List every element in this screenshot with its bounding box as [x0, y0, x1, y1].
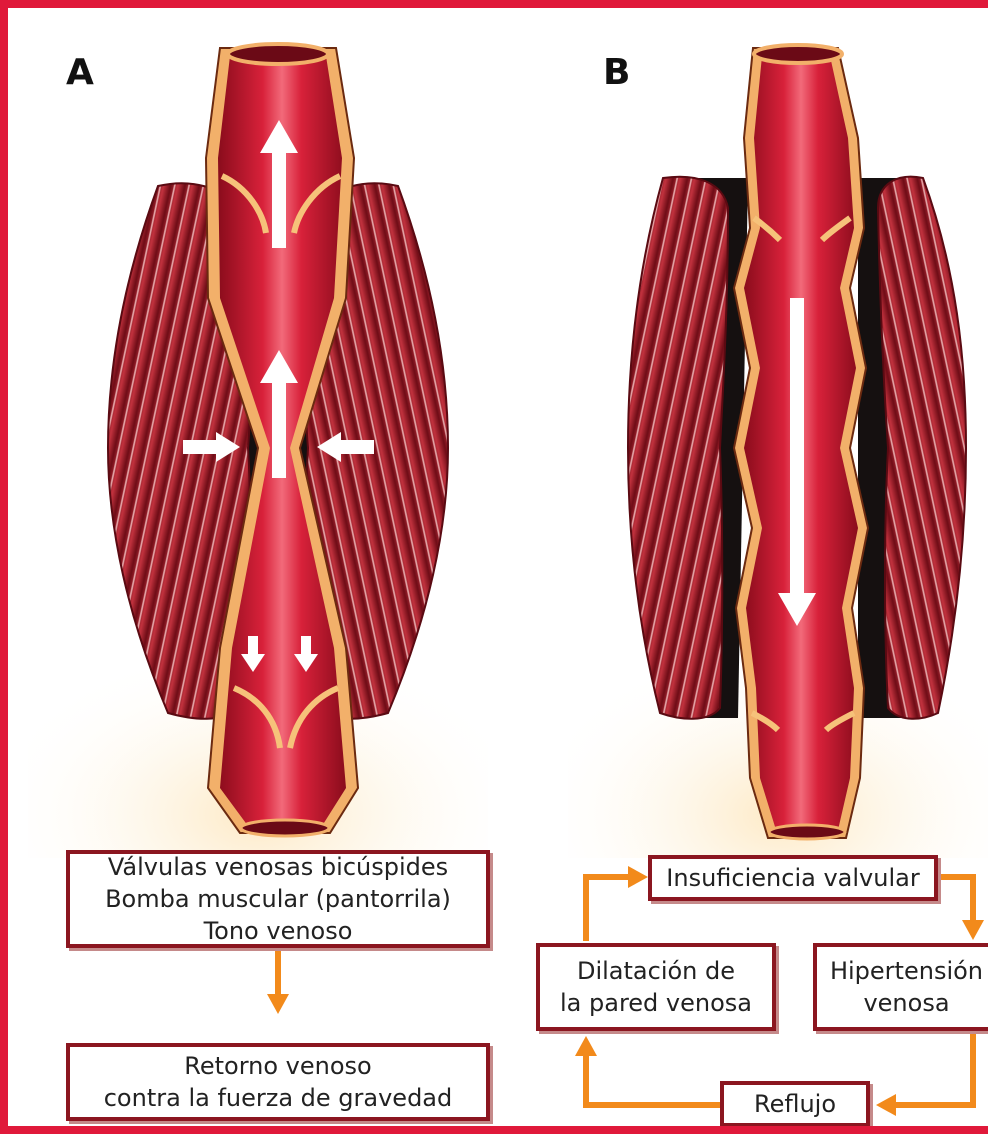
result-line-1: Retorno venoso	[184, 1050, 371, 1082]
result-line-2: contra la fuerza de gravedad	[104, 1082, 453, 1114]
hypertension-line-2: venosa	[863, 987, 949, 1019]
box-reflux: Reflujo	[720, 1081, 870, 1127]
dilation-line-2: la pared venosa	[560, 987, 752, 1019]
panel-label-a: A	[66, 52, 94, 93]
box-venous-return: Retorno venoso contra la fuerza de grave…	[66, 1043, 490, 1121]
reflux-label: Reflujo	[754, 1088, 836, 1120]
panel-label-b: B	[603, 52, 630, 93]
mechanism-valves: Válvulas venosas bicúspides	[108, 851, 448, 883]
box-valvular-insufficiency: Insuficiencia valvular	[648, 855, 938, 901]
muscle-left-b	[628, 177, 728, 719]
box-wall-dilation: Dilatación de la pared venosa	[536, 943, 776, 1031]
box-mechanisms: Válvulas venosas bicúspides Bomba muscul…	[66, 850, 490, 948]
mechanism-muscle-pump: Bomba muscular (pantorrila)	[105, 883, 451, 915]
insufficiency-label: Insuficiencia valvular	[666, 862, 919, 894]
box-venous-hypertension: Hipertensión venosa	[813, 943, 988, 1031]
hypertension-line-1: Hipertensión	[830, 955, 983, 987]
dilation-line-1: Dilatación de	[577, 955, 735, 987]
mechanism-venous-tone: Tono venoso	[204, 915, 353, 947]
